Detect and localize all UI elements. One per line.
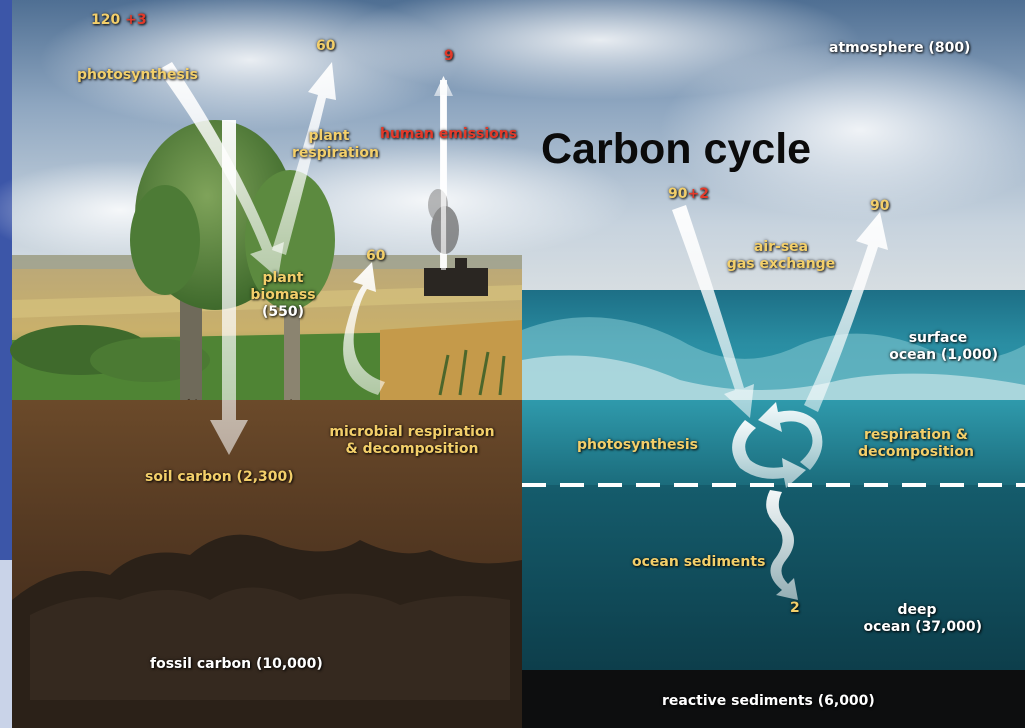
plant-respiration-label-line2: respiration xyxy=(292,145,379,161)
ocean-sediments-flux: 2 xyxy=(790,600,800,616)
reactive-sediments-label: reactive sediments (6,000) xyxy=(662,693,875,709)
airsea-down-human-flux: +2 xyxy=(687,186,709,202)
surface-ocean-label-line1: surface xyxy=(908,330,968,346)
ocean-sediments-label: ocean sediments xyxy=(632,554,766,570)
airsea-exchange-label-line2: gas exchange xyxy=(726,256,836,272)
atmosphere-label: atmosphere (800) xyxy=(829,40,971,56)
ocean-photosynthesis-label: photosynthesis xyxy=(577,437,698,453)
plant-respiration-label-line1: plant xyxy=(308,128,350,144)
microbial-flux: 60 xyxy=(366,248,386,264)
photosynthesis-flux-value: 120 xyxy=(91,12,121,28)
land-photosynthesis-label: photosynthesis xyxy=(77,67,198,83)
microbial-respiration-label-line2: & decomposition xyxy=(345,441,479,457)
photosynthesis-human-flux: +3 xyxy=(125,12,147,28)
human-emissions-flux: 9 xyxy=(444,48,454,64)
ocean-respiration-label-line1: respiration & xyxy=(863,427,969,443)
photosynthesis-flux: 120 +3 xyxy=(91,12,147,29)
airsea-exchange-label-line1: air-sea xyxy=(753,239,809,255)
plant-biomass-value: (550) xyxy=(261,304,305,320)
microbial-respiration-label-line1: microbial respiration xyxy=(329,424,495,440)
plant-biomass-label-line2: biomass xyxy=(250,287,316,303)
diagram-title: Carbon cycle xyxy=(541,125,812,173)
microbial-respiration-label: microbial respiration& decomposition xyxy=(322,424,502,458)
ocean-respiration-label: respiration &decomposition xyxy=(852,427,980,461)
plant-respiration-flux: 60 xyxy=(316,38,336,54)
human-emissions-label: human emissions xyxy=(380,126,518,142)
soil-carbon-label: soil carbon (2,300) xyxy=(145,469,294,485)
fossil-carbon-label: fossil carbon (10,000) xyxy=(150,656,323,672)
airsea-down-flux-value: 90 xyxy=(668,186,688,202)
airsea-up-flux: 90 xyxy=(870,198,890,214)
plant-biomass-label-line1: plant xyxy=(262,270,304,286)
surface-ocean-label-line2: ocean (1,000) xyxy=(889,347,998,363)
deep-ocean-label-line2: ocean (37,000) xyxy=(863,619,982,635)
airsea-down-flux: 90+2 xyxy=(668,186,709,203)
ocean-respiration-label-line2: decomposition xyxy=(858,444,974,460)
deep-ocean-label-line1: deep xyxy=(897,602,937,618)
